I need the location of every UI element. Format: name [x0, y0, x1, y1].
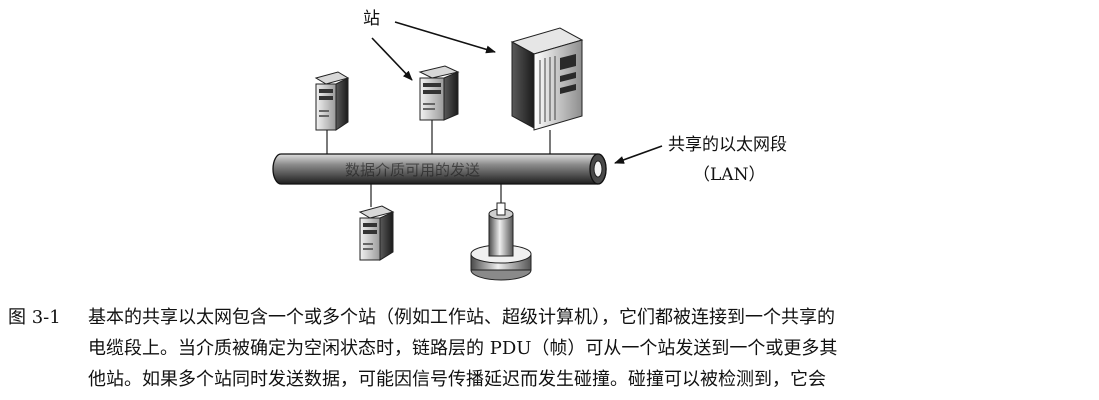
station-tower-2 [418, 65, 460, 121]
caption-line-3: 他站。如果多个站同时发送数据，可能因信号传播延迟而发生碰撞。碰撞可以被检测到，它… [88, 369, 826, 390]
caption-figure-number: 图 3-1 [8, 307, 61, 328]
station-supercomputer [510, 27, 584, 131]
station-tower-3 [358, 205, 395, 261]
arrow-to-small-station [371, 37, 413, 81]
shared-ethernet-diagram: 站 [272, 9, 787, 281]
segment-label-line2: （LAN） [693, 165, 765, 185]
cable-text: 数据介质可用的发送 [345, 161, 480, 179]
figure-caption: 图 3-1 基本的共享以太网包含一个或多个站（例如工作站、超级计算机），它们都被… [0, 296, 1099, 400]
arrow-to-large-station [394, 21, 496, 54]
caption-line-2: 电缆段上。当介质被确定为空闲状态时，链路层的 PDU（帧）可从一个站发送到一个或… [88, 338, 838, 359]
station-label: 站 [363, 9, 380, 29]
cable-terminator [470, 202, 532, 281]
arrow-to-cable [614, 145, 663, 164]
caption-line-1: 基本的共享以太网包含一个或多个站（例如工作站、超级计算机），它们都被连接到一个共… [88, 307, 835, 328]
shared-cable: 数据介质可用的发送 [272, 153, 607, 185]
station-tower-1 [314, 71, 350, 131]
segment-label-line1: 共享的以太网段 [668, 135, 787, 155]
